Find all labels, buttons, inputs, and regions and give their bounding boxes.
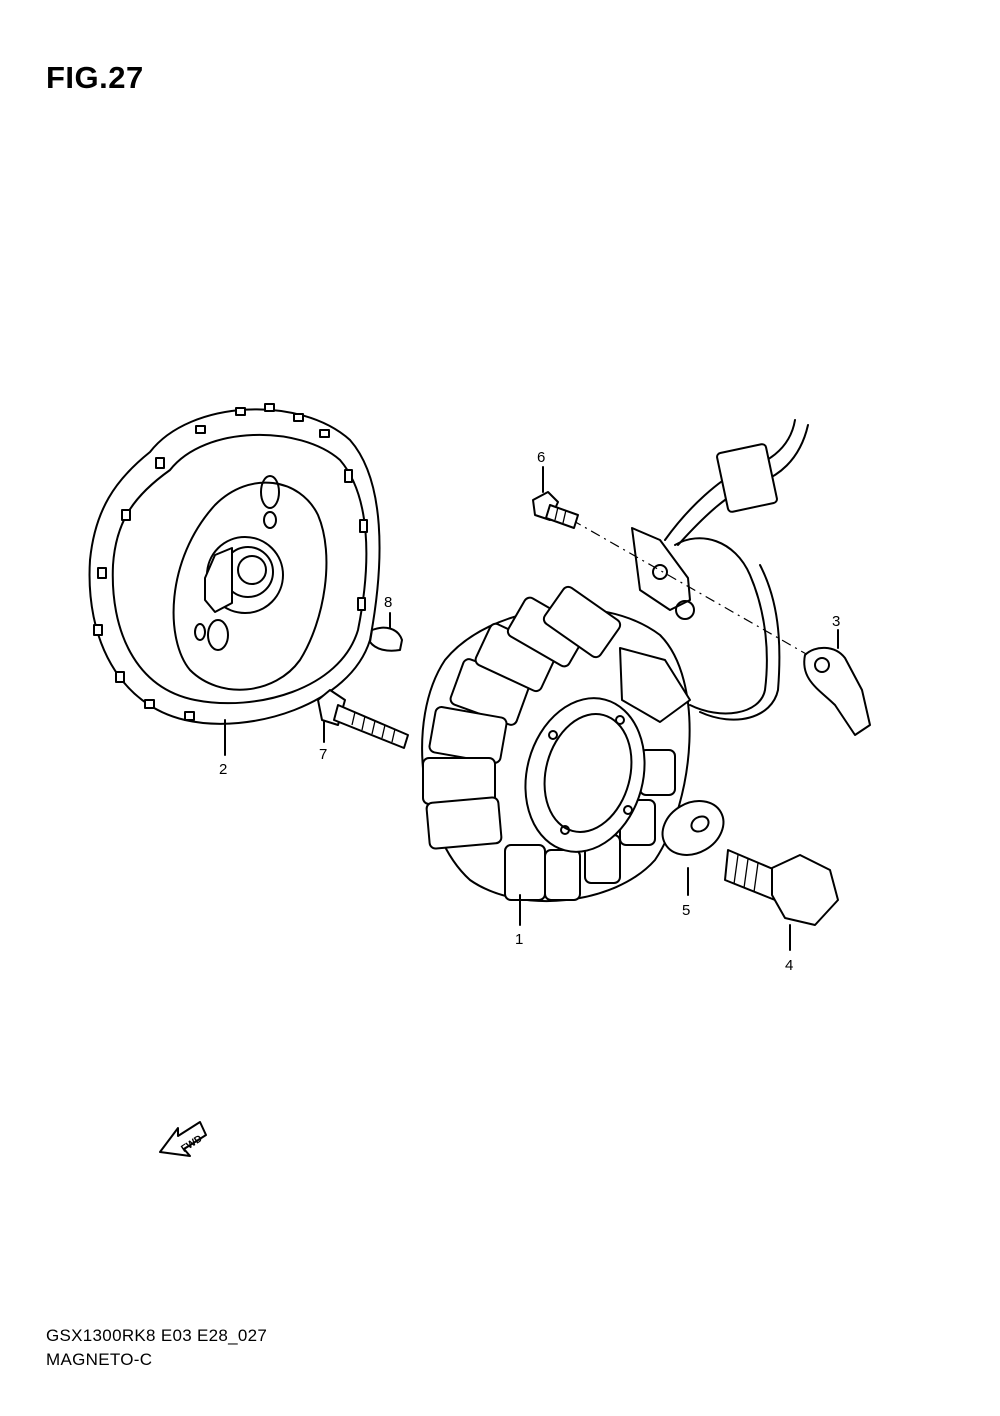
callout-number-4: 4 — [785, 957, 793, 974]
screw-6-part[interactable] — [532, 466, 579, 529]
fwd-arrow-icon: FWD — [159, 1121, 207, 1157]
callout-number-5: 5 — [682, 902, 690, 919]
wiring-harness — [631, 419, 809, 721]
bolt-4-part[interactable] — [724, 849, 839, 951]
washer-5-part[interactable] — [653, 790, 733, 896]
callout-number-6: 6 — [537, 449, 545, 466]
callout-number-8: 8 — [384, 594, 392, 611]
figure-title: FIG.27 — [46, 60, 144, 95]
callout-number-3: 3 — [832, 613, 840, 630]
callout-number-1: 1 — [515, 931, 523, 948]
stator-part[interactable] — [421, 584, 691, 926]
callout-number-7: 7 — [319, 746, 327, 763]
diagram-name: MAGNETO-C — [46, 1350, 153, 1369]
key-part[interactable] — [369, 612, 403, 652]
callout-number-2: 2 — [219, 761, 227, 778]
model-code: GSX1300RK8 E03 E28_027 — [46, 1326, 268, 1345]
bolt-7-part[interactable] — [317, 689, 409, 749]
clamp-3-part[interactable] — [803, 629, 871, 736]
alignment-line — [571, 519, 809, 656]
